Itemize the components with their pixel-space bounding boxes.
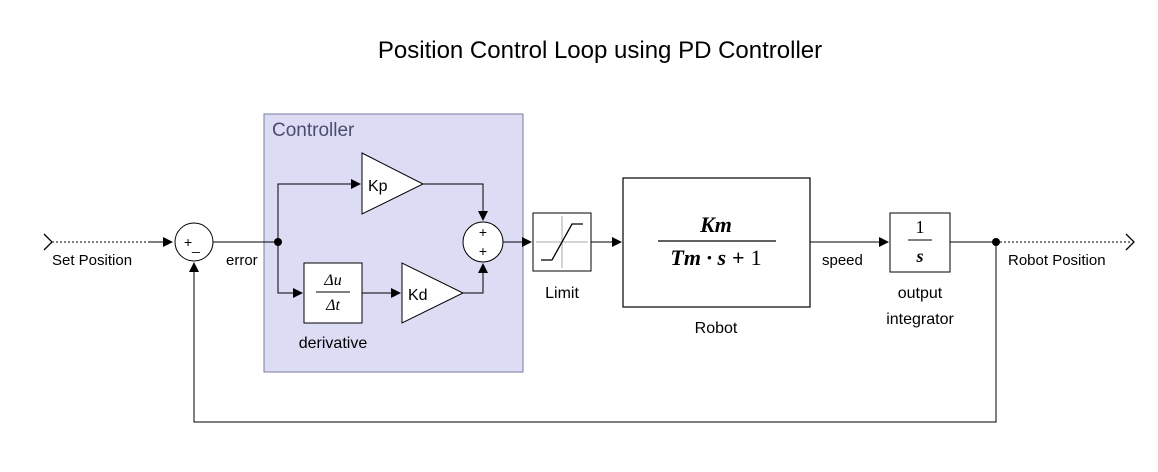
sum2-bottom-sign: + [479, 243, 487, 259]
integrator-numerator: 1 [916, 217, 925, 237]
sum1-plus-sign: + [184, 234, 192, 250]
controller-label: Controller [272, 120, 355, 141]
integrator-caption-line2: integrator [886, 311, 954, 328]
kd-output-line [463, 263, 488, 294]
feedback-line [189, 242, 997, 423]
kp-input-line [277, 179, 361, 242]
output-port-label: Robot Position [1008, 252, 1106, 269]
kp-gain-label: Kp [368, 178, 388, 195]
robot-denominator-one: 1 [751, 245, 762, 270]
derivative-input-line [277, 242, 303, 298]
input-port-label: Set Position [52, 252, 132, 269]
kd-gain-block[interactable] [401, 262, 465, 324]
robot-plant-block[interactable] [622, 177, 811, 308]
sum1-minus-sign: _ [191, 237, 200, 253]
limit-caption: Limit [545, 285, 579, 302]
output-port-icon[interactable] [1125, 233, 1135, 251]
kp-output-line [423, 183, 488, 221]
integrator-denominator: s [915, 246, 923, 266]
derivative-numerator: Δu [323, 272, 341, 289]
derivative-block[interactable] [303, 262, 363, 324]
robot-denominator-plus: + [732, 245, 745, 270]
kp-gain-block[interactable] [361, 152, 425, 215]
diagram-title: Position Control Loop using PD Controlle… [378, 37, 822, 64]
derivative-caption: derivative [299, 335, 368, 352]
error-signal-label: error [226, 252, 258, 269]
robot-denominator-left: Tm · s [670, 245, 726, 270]
derivative-denominator: Δt [325, 297, 340, 314]
integrator-caption-line1: output [898, 285, 943, 302]
integrator-block[interactable] [889, 212, 951, 273]
robot-denominator: Tm · s+1 [670, 245, 761, 270]
saturation-icon [541, 223, 583, 261]
input-port-icon[interactable] [43, 233, 53, 251]
sum2-top-sign: + [479, 224, 487, 240]
kd-gain-label: Kd [408, 287, 428, 304]
robot-numerator: Km [699, 212, 732, 237]
speed-signal-label: speed [822, 252, 863, 269]
robot-caption: Robot [695, 320, 738, 337]
